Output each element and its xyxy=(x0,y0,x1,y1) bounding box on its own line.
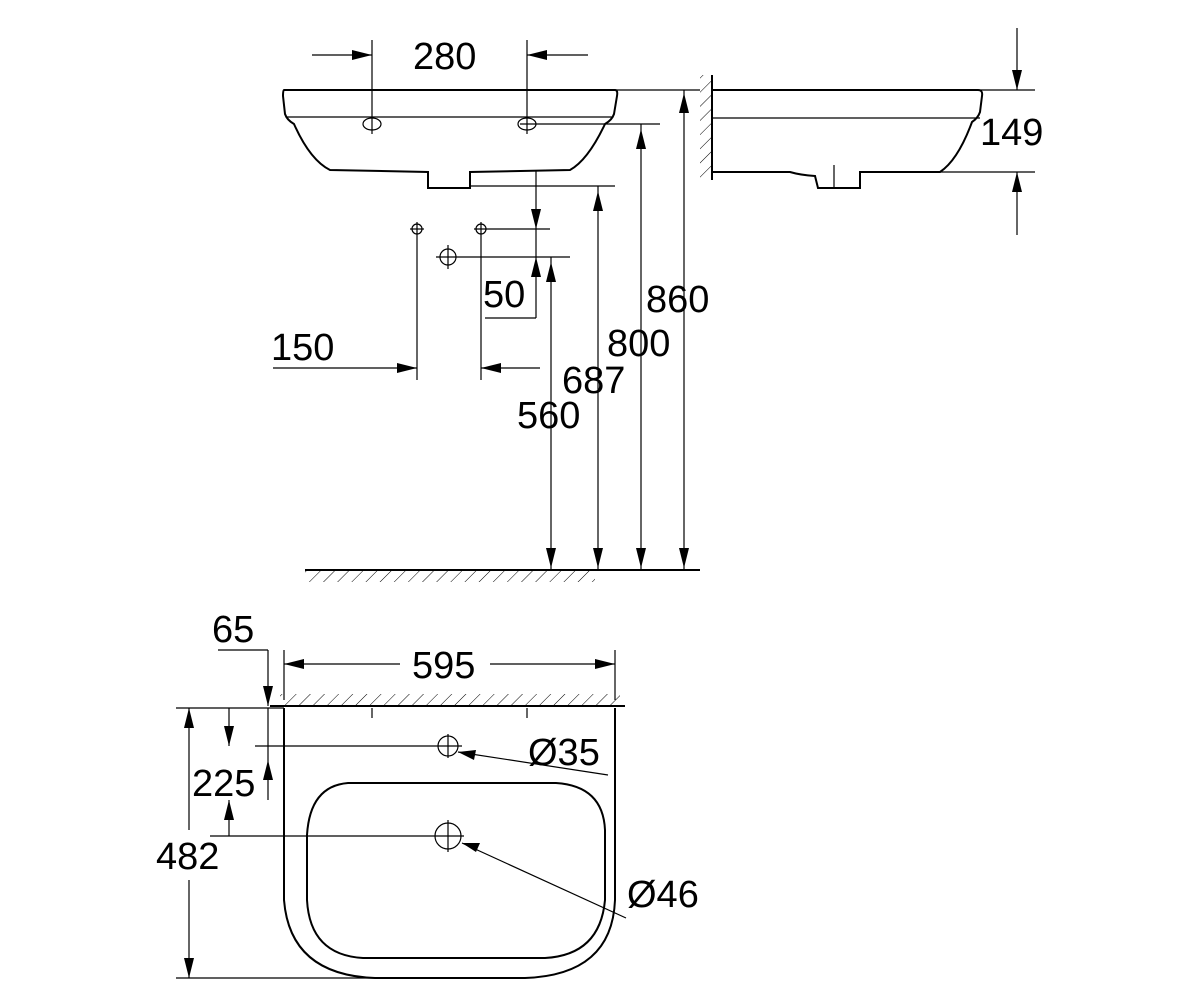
dim-offset-50: 50 xyxy=(483,274,525,316)
dim-waste-diameter: Ø46 xyxy=(627,874,699,916)
side-view: 149 xyxy=(700,28,1043,235)
dim-height-560: 560 xyxy=(517,395,580,437)
dim-height-860: 860 xyxy=(646,279,709,321)
dim-tap-hole-spacing: 280 xyxy=(413,36,476,78)
dim-height-687: 687 xyxy=(562,360,625,402)
dim-tap-hole-diameter: Ø35 xyxy=(528,732,600,774)
floor-hatch xyxy=(305,570,595,582)
supply-points xyxy=(410,222,570,380)
dim-basin-depth: 149 xyxy=(980,112,1043,154)
dim-projection: 482 xyxy=(156,836,219,878)
wall-hatch xyxy=(700,75,712,180)
dim-supply-spacing: 150 xyxy=(271,327,334,369)
dim-tap-hole-distance: 225 xyxy=(192,763,255,805)
dim-wall-offset: 65 xyxy=(212,609,254,651)
wall-hatch-top xyxy=(280,694,620,706)
front-view: 280 50 150 xyxy=(271,36,709,582)
dim-width: 595 xyxy=(412,645,475,687)
top-view: Ø35 Ø46 595 65 225 482 xyxy=(156,609,699,979)
dim-height-800: 800 xyxy=(607,323,670,365)
